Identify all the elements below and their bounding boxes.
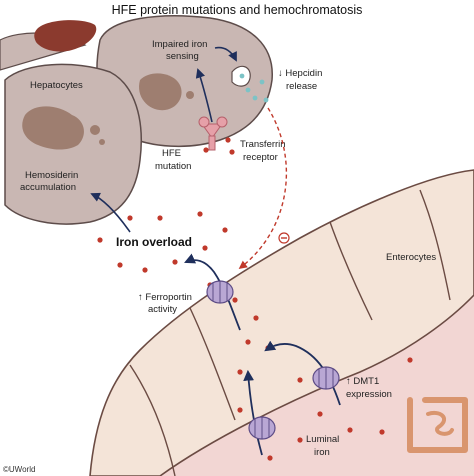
hemosiderin-granule [99,139,105,145]
dmt1-label-line2: expression [346,389,392,400]
iron-dot [203,147,209,153]
ferroportin-label: ↑ Ferroportin [138,292,192,303]
hepatocytes-label: Hepatocytes [30,80,83,91]
hepcidin-dot [252,95,258,101]
hfe-label-line2: mutation [155,161,191,172]
enterocyte-layer [89,169,474,476]
iron-dot [97,237,103,243]
iron-dots [97,211,413,461]
enterocyte-divider [189,307,236,421]
hemosiderin-granule [90,125,100,135]
inhibition-icon [278,232,290,244]
transferrin-receptor-icon [198,116,228,151]
enterocyte-divider [329,221,373,321]
iron-dot [229,149,235,155]
ferroportin-label-line2: activity [148,304,177,315]
hepcidin-inhibition-path [238,107,288,270]
ferroportin-icon [206,280,234,304]
iron-dot [232,297,238,303]
iron-dot [142,267,148,273]
iron-dot [225,137,231,143]
hemosiderin-label: Hemosiderin [25,170,78,181]
hemosiderin-granule [186,91,194,99]
iron-dot [202,245,208,251]
hfe-to-sensing-arrow [195,68,213,123]
dmt1-label: ↑ DMT1 [346,376,379,387]
luminal-import-arrow [243,369,263,456]
overload-to-hepatocyte-arrow [90,192,131,233]
hepcidin-dot [263,97,269,103]
luminal-label: Luminal [306,434,339,445]
intestinal-lumen [160,295,474,476]
hemosiderin-label-line2: accumulation [20,182,76,193]
transporter-icon [248,416,276,440]
iron-dot [237,369,243,375]
hepatocyte-cells [0,15,273,225]
diagram-title: HFE protein mutations and hemochromatosi… [112,3,363,17]
iron-dot [297,437,303,443]
iron-dot [117,262,123,268]
iron-dot [222,227,228,233]
impaired-iron-label-line2: sensing [166,51,199,62]
iron-dot [297,377,303,383]
transferrin-label-line2: receptor [243,152,278,163]
iron-dot [407,357,413,363]
sensing-to-hepcidin-arrow [214,46,237,62]
enterocyte-divider [419,189,451,301]
iron-dot [253,315,259,321]
hepcidin-dots [239,73,269,103]
iron-dot [317,411,323,417]
hfe-label: HFE [162,148,181,159]
ferroportin-export-arrow [184,253,241,331]
liver-icon [34,20,97,52]
hepcidin-dot [239,73,245,79]
transferrin-label: Transferrin [240,139,286,150]
iron-dot [379,429,385,435]
iron-dot [267,455,273,461]
iron-dot [197,211,203,217]
hepcidin-dot [259,79,265,85]
iron-dot [172,259,178,265]
iron-overload-label: Iron overload [116,235,192,249]
iron-dot [347,427,353,433]
impaired-iron-label: Impaired iron [152,39,207,50]
iron-dot [245,339,251,345]
intestine-icon [407,397,468,453]
dmt1-icon [312,366,340,390]
hepcidin-label-line2: release [286,81,317,92]
iron-dot [237,407,243,413]
luminal-label-line2: iron [314,447,330,458]
iron-dot [157,215,163,221]
hepcidin-label: ↓ Hepcidin [278,68,322,79]
hemosiderin-deposit [139,73,182,111]
hepcidin-dot [245,87,251,93]
iron-dot [127,215,133,221]
hemosiderin-deposit [22,106,84,150]
enterocyte-membrane [89,169,474,476]
enterocytes-label: Enterocytes [386,252,436,263]
credit-label: ©UWorld [3,465,35,474]
enterocyte-divider [129,364,176,476]
